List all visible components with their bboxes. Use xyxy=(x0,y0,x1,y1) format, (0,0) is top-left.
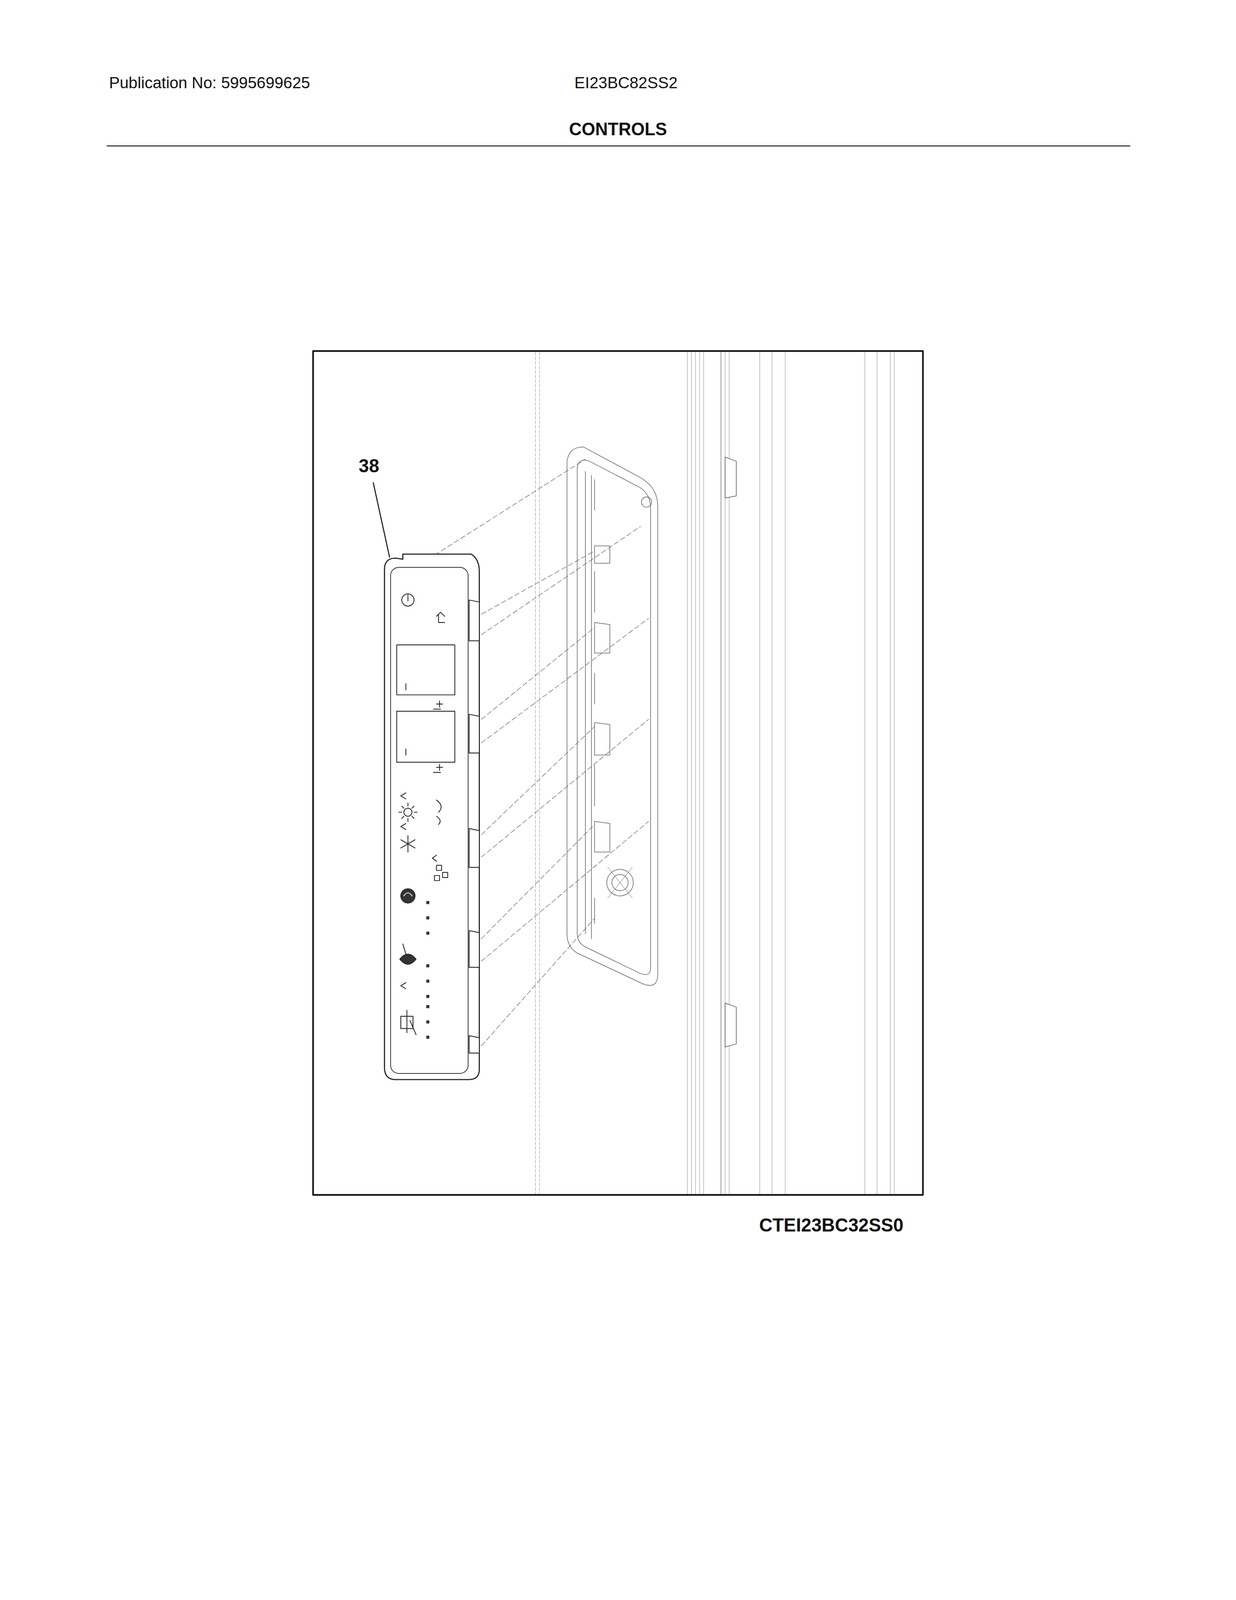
leader-line xyxy=(373,482,390,557)
cabinet-lines xyxy=(535,351,895,1194)
page-title: CONTROLS xyxy=(569,119,667,140)
control-panel xyxy=(384,554,480,1080)
model-number: EI23BC82SS2 xyxy=(574,73,678,93)
door-clips xyxy=(725,457,737,1047)
figure-code: CTEI23BC32SS0 xyxy=(759,1214,904,1236)
header-rule xyxy=(107,145,1130,147)
callout-number: 38 xyxy=(358,455,380,477)
publication-number: Publication No: 5995699625 xyxy=(109,73,311,93)
figure-frame xyxy=(313,350,923,1195)
control-housing xyxy=(567,446,658,986)
